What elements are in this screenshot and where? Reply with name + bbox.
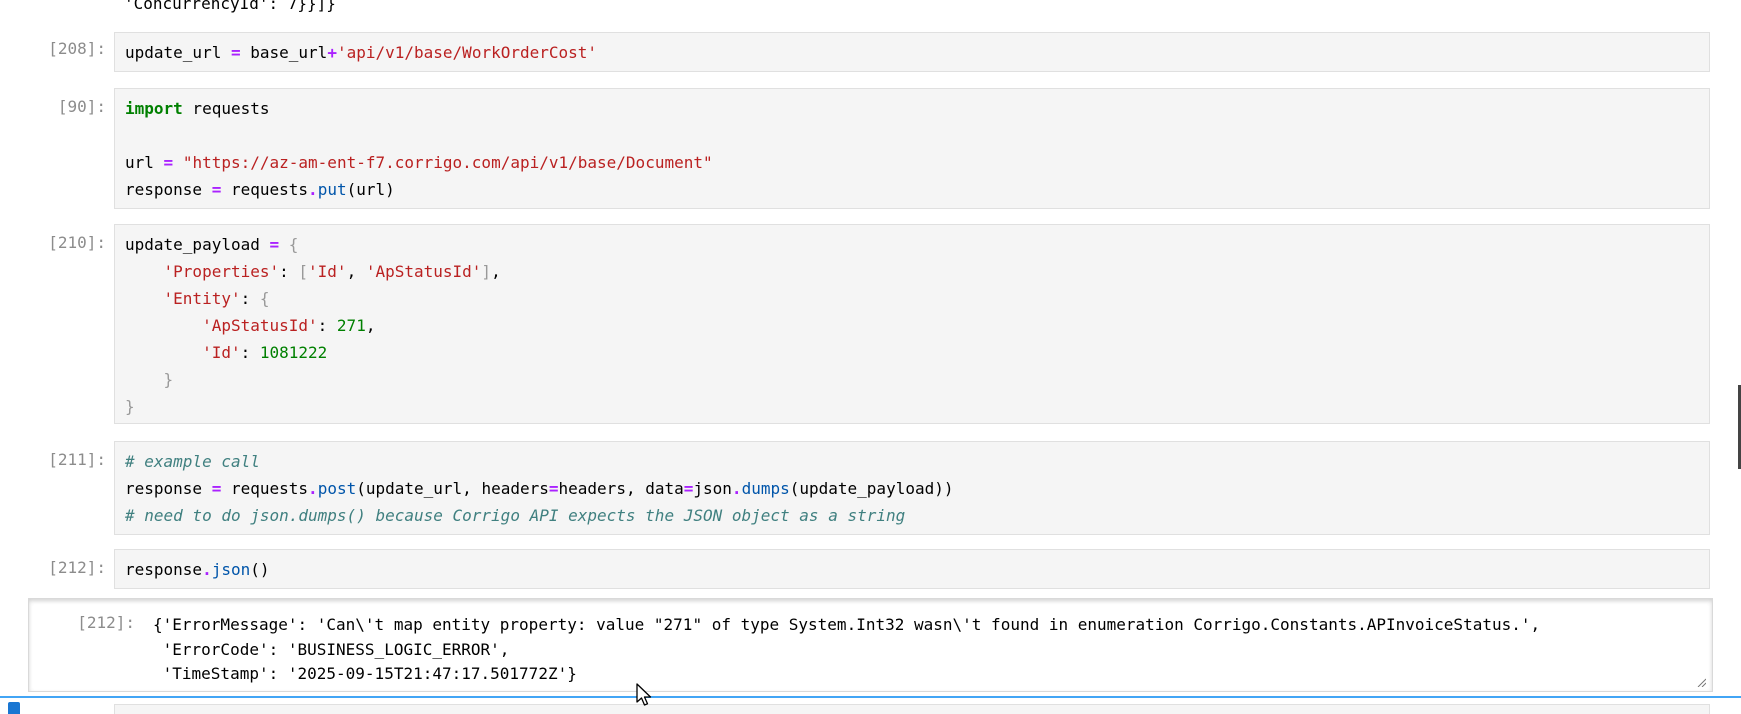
code-cell-211[interactable]: [211]: # example call response = request… (0, 441, 1741, 535)
code-line: response = requests.put(url) (125, 180, 395, 199)
mouse-pointer-icon (636, 683, 652, 706)
output-line: 'TimeStamp': '2025-09-15T21:47:17.501772… (153, 664, 577, 683)
code-line: url = "https://az-am-ent-f7.corrigo.com/… (125, 153, 713, 172)
cell-output-212: [212]: {'ErrorMessage': 'Can\'t map enti… (28, 598, 1713, 692)
code-text[interactable]: update_url = base_url+'api/v1/base/WorkO… (115, 33, 1709, 66)
code-comment: # need to do json.dumps() because Corrig… (125, 506, 906, 525)
cell-prompt: [90]: (57, 97, 106, 116)
output-line: {'ErrorMessage': 'Can\'t map entity prop… (153, 615, 1541, 634)
code-line: update_payload = { (125, 235, 299, 254)
output-prompt: [212]: (77, 613, 135, 632)
code-text[interactable]: # example call response = requests.post(… (115, 442, 1709, 529)
code-line: 'Properties': ['Id', 'ApStatusId'], (163, 262, 501, 281)
code-line: 'Entity': { (163, 289, 270, 308)
scrollbar[interactable] (1738, 385, 1741, 469)
code-line: import requests (125, 99, 270, 118)
output-text: {'ErrorMessage': 'Can\'t map entity prop… (153, 613, 1540, 687)
active-cell-input[interactable] (114, 704, 1710, 714)
code-line: } (163, 370, 174, 389)
active-cell[interactable] (0, 696, 1741, 714)
code-line: 'Id': 1081222 (202, 343, 328, 362)
output-line: 'ErrorCode': 'BUSINESS_LOGIC_ERROR', (153, 639, 510, 659)
code-comment: # example call (125, 452, 260, 471)
active-cell-marker (8, 702, 20, 714)
cell-prompt: [210]: (48, 233, 106, 252)
code-line: } (125, 397, 135, 416)
cell-prompt: [212]: (48, 558, 106, 577)
code-line: response = requests.post(update_url, hea… (125, 479, 954, 498)
previous-output-tail: 'ConcurrencyId': 7}}]} (124, 0, 336, 13)
cell-prompt: [208]: (48, 39, 106, 58)
code-input[interactable]: import requests url = "https://az-am-ent… (114, 88, 1710, 209)
code-input[interactable]: response.json() (114, 549, 1710, 589)
code-text[interactable]: import requests url = "https://az-am-ent… (115, 89, 1709, 203)
code-input[interactable]: # example call response = requests.post(… (114, 441, 1710, 535)
cell-prompt: [211]: (48, 450, 106, 469)
code-cell-210[interactable]: [210]: update_payload = { 'Properties': … (0, 224, 1741, 424)
code-cell-90[interactable]: [90]: import requests url = "https://az-… (0, 88, 1741, 209)
code-line: response.json() (125, 560, 270, 579)
code-line: 'ApStatusId': 271, (202, 316, 376, 335)
code-line: update_url = base_url+'api/v1/base/WorkO… (125, 43, 598, 62)
code-input[interactable]: update_url = base_url+'api/v1/base/WorkO… (114, 32, 1710, 72)
code-input[interactable]: update_payload = { 'Properties': ['Id', … (114, 224, 1710, 424)
code-cell-212[interactable]: [212]: response.json() (0, 549, 1741, 589)
code-text[interactable]: update_payload = { 'Properties': ['Id', … (115, 225, 1709, 420)
code-text[interactable]: response.json() (115, 550, 1709, 583)
code-cell-208[interactable]: [208]: update_url = base_url+'api/v1/bas… (0, 32, 1741, 72)
resize-handle-icon[interactable] (1696, 677, 1706, 687)
